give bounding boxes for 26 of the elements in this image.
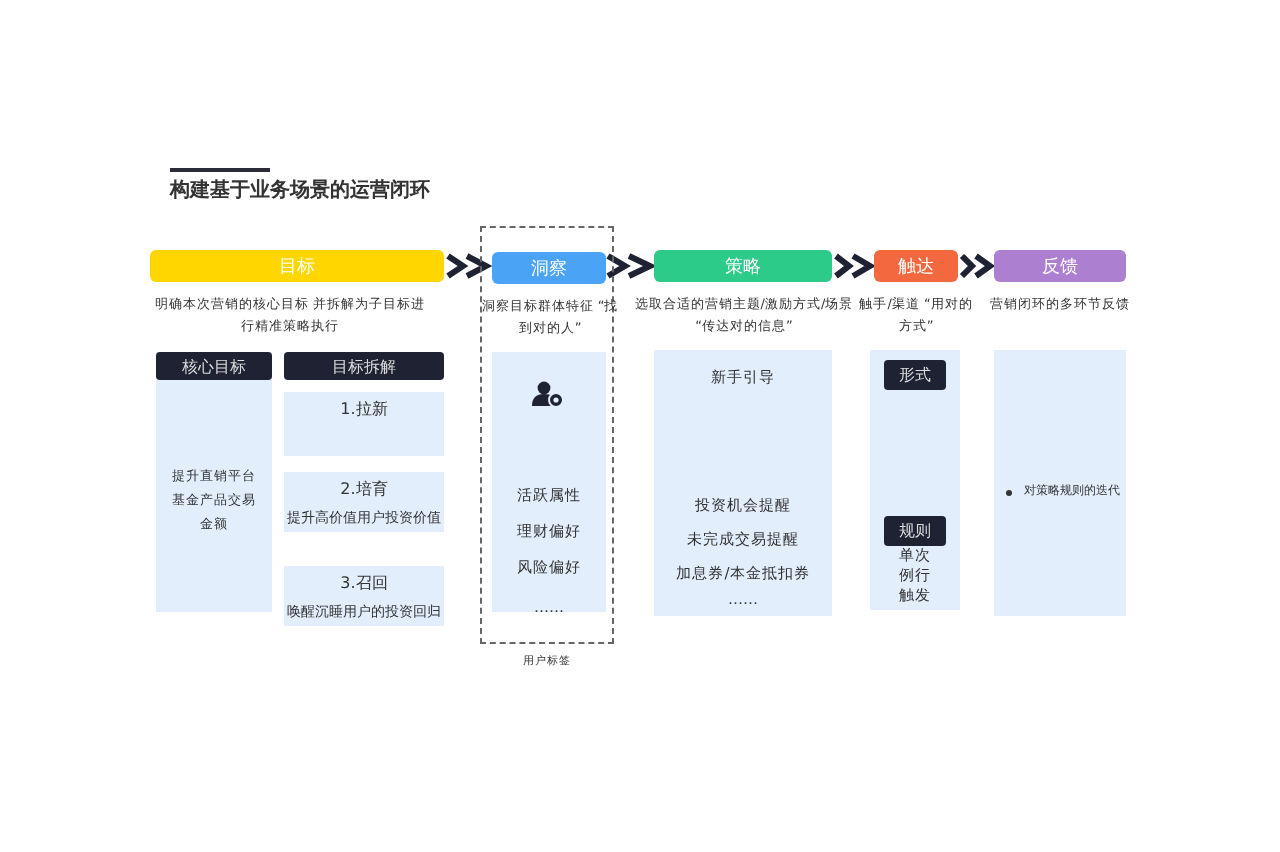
body-text: 1.拉新	[338, 398, 390, 422]
dashed-frame	[480, 226, 614, 644]
stage-bar: 反馈	[994, 250, 1126, 282]
header-box: 核心目标	[156, 352, 272, 380]
chevron-arrow	[445, 253, 493, 279]
header-box: 规则	[884, 516, 946, 546]
header-box: 形式	[884, 360, 946, 390]
chevron-arrow	[833, 253, 876, 279]
stage-bar: 目标	[150, 250, 444, 282]
body-text: 3.召回	[338, 572, 390, 596]
header-box: 目标拆解	[284, 352, 444, 380]
panel	[654, 350, 832, 616]
panel	[994, 350, 1126, 616]
panel	[284, 472, 444, 532]
stage-bar: 触达	[874, 250, 958, 282]
body-text: 2.培育	[338, 478, 390, 502]
panel	[870, 350, 960, 610]
panel	[156, 352, 272, 612]
stage-bar: 洞察	[492, 252, 606, 284]
chevron-arrow	[605, 253, 657, 279]
panel	[492, 352, 606, 612]
stage-bar: 策略	[654, 250, 832, 282]
panel	[284, 392, 444, 456]
panel	[284, 566, 444, 626]
title-text: 构建基于业务场景的运营闭环	[170, 177, 432, 204]
chevron-arrow	[959, 253, 996, 279]
